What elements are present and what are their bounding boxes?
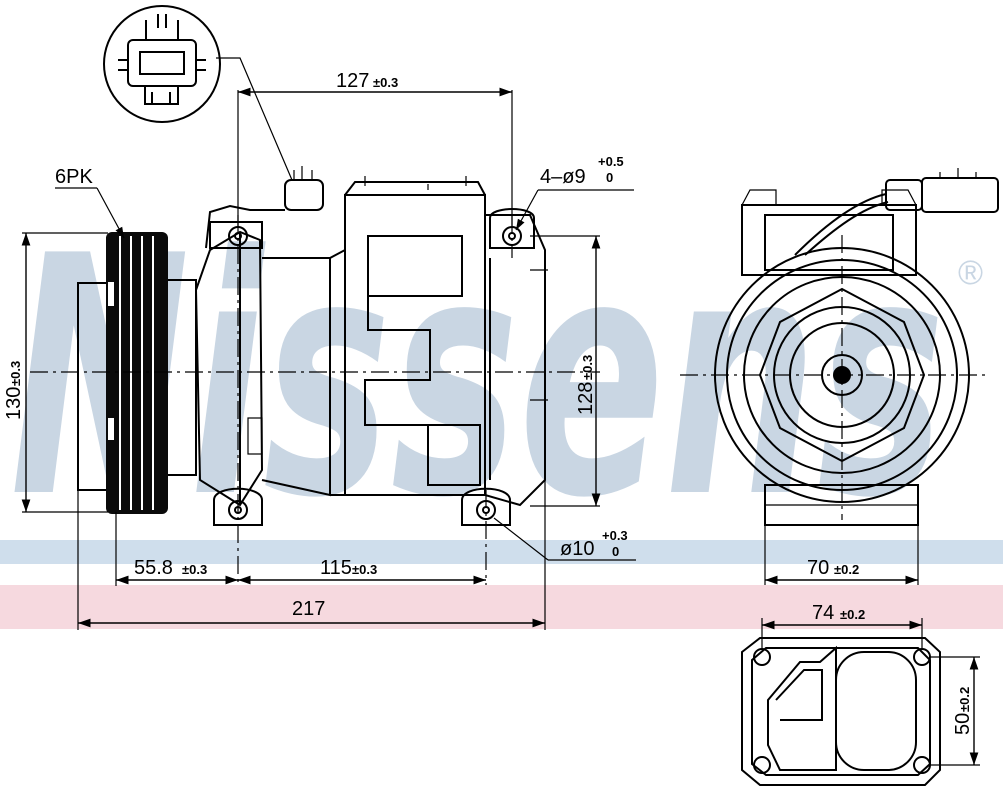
dim-55-8: 55.8 ±0.3 xyxy=(115,512,238,586)
dim-128-tol: ±0.3 xyxy=(580,355,595,380)
dia10-tol-lower: 0 xyxy=(612,544,619,559)
dim-217-value: 217 xyxy=(292,598,325,620)
dia10-callout: ø10 +0.3 0 xyxy=(493,517,636,561)
dim-50: 50 ±0.2 xyxy=(930,656,980,766)
dim-50-tol: ±0.2 xyxy=(957,687,972,712)
belt-label: 6PK xyxy=(55,166,93,188)
dim-130-tol: ±0.3 xyxy=(8,361,23,386)
dim-70-value: 70 xyxy=(807,557,829,579)
flange-view xyxy=(741,637,941,786)
dim-55-8-value: 55.8 xyxy=(134,557,173,579)
dim-115-value: 115 xyxy=(320,557,352,579)
dia10-label: ø10 xyxy=(560,538,594,560)
bolt-hole-label: 4–ø9 xyxy=(540,166,586,188)
connector-detail xyxy=(103,5,324,249)
dim-127: 127 ±0.3 xyxy=(237,70,513,226)
watermark-blue-band xyxy=(0,540,1003,564)
dim-128-value: 128 xyxy=(575,382,597,415)
dim-130: 130 ±0.3 xyxy=(3,232,108,513)
dim-74-value: 74 xyxy=(812,602,834,624)
dim-128: 128 ±0.3 xyxy=(530,235,601,507)
bolt-hole-tol-lower: 0 xyxy=(606,170,613,185)
dim-55-8-tol: ±0.3 xyxy=(182,562,207,577)
dim-127-value: 127 xyxy=(336,70,369,92)
bolt-hole-callout: 4–ø9 +0.5 0 xyxy=(515,154,634,231)
bolt-hole-tol-upper: +0.5 xyxy=(598,154,624,169)
dim-217: 217 xyxy=(77,480,546,630)
dim-127-tol: ±0.3 xyxy=(373,75,398,90)
dim-115: 115 ±0.3 xyxy=(238,557,486,585)
watermark-registered-mark: ® xyxy=(958,254,983,292)
compressor-body xyxy=(194,176,548,526)
dim-50-value: 50 xyxy=(952,713,974,735)
dim-70-tol: ±0.2 xyxy=(834,562,859,577)
dim-74: 74 ±0.2 xyxy=(761,602,923,648)
pulley xyxy=(77,232,197,514)
belt-callout: 6PK xyxy=(55,166,125,239)
dia10-tol-upper: +0.3 xyxy=(602,528,628,543)
dim-70: 70 ±0.2 xyxy=(764,525,919,585)
dim-130-value: 130 xyxy=(3,387,25,420)
dim-115-tol: ±0.3 xyxy=(352,562,377,577)
dim-74-tol: ±0.2 xyxy=(840,607,865,622)
front-view xyxy=(714,168,999,526)
